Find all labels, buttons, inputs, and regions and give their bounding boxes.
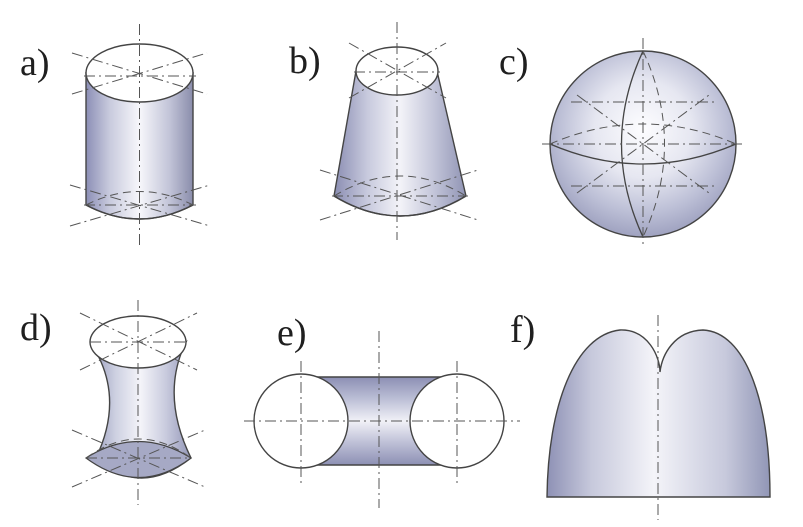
label-f: f) [510,309,536,351]
label-d: d) [20,307,52,349]
double-dome-figure [546,315,771,520]
label-b: b) [289,40,321,82]
label-e: e) [277,312,307,354]
label-a: a) [20,42,50,84]
hyperboloid-figure [71,300,206,505]
sphere-figure [542,38,744,248]
label-c: c) [499,41,529,83]
truncated-cone-figure [319,22,479,240]
torus-section-figure [244,331,520,508]
cylinder-figure [69,24,211,246]
